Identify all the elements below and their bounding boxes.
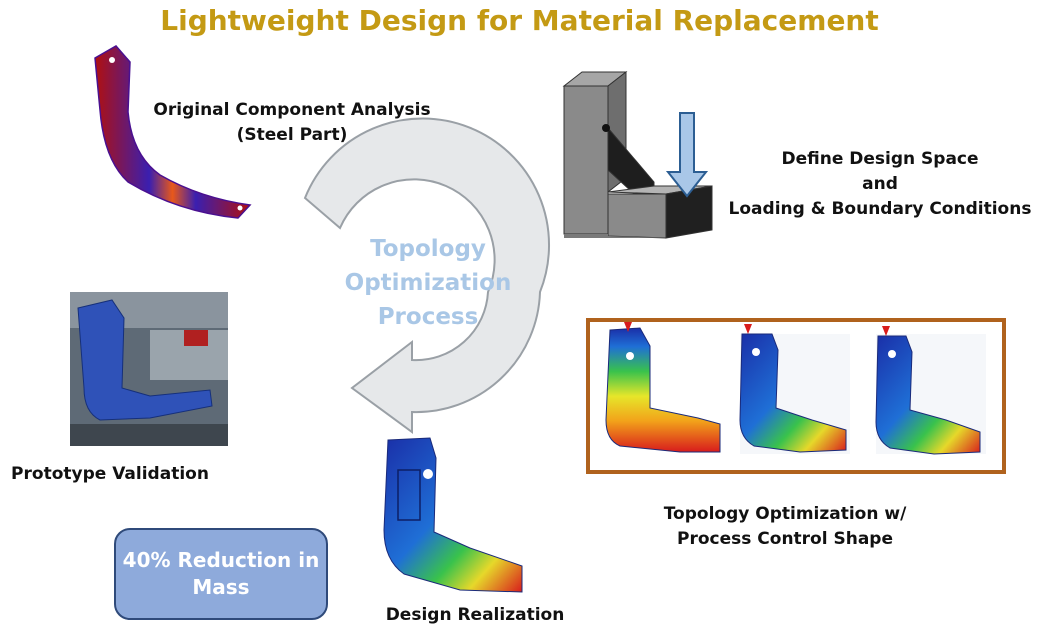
topology-results-frame (586, 318, 1006, 474)
prototype-photo-image (70, 292, 228, 446)
step-realization-label: Design Realization (385, 605, 565, 625)
topology-result-3-image (875, 326, 986, 455)
center-label-line-2: Optimization (344, 270, 512, 296)
step-define-label: Define Design Space and Loading & Bounda… (728, 149, 1032, 219)
center-label-line-1: Topology (370, 236, 486, 262)
topology-result-2-image (739, 324, 850, 454)
cycle-arrow (303, 117, 551, 434)
step-original-label: Original Component Analysis (Steel Part) (153, 100, 431, 145)
page-title: Lightweight Design for Material Replacem… (160, 4, 879, 37)
step-topology-label: Topology Optimization w/ Process Control… (663, 504, 907, 549)
original-steel-part-image (94, 45, 252, 219)
center-label-line-3: Process (377, 304, 479, 330)
mass-reduction-callout: 40% Reduction in Mass (114, 528, 328, 620)
load-arrow-icon (665, 112, 709, 198)
step-prototype-label: Prototype Validation (11, 464, 209, 484)
cycle-center-label: Topology Optimization Process (318, 232, 538, 334)
design-realization-image (383, 437, 523, 593)
callout-line-2: Mass (192, 575, 250, 599)
design-space-block-image (562, 70, 713, 239)
topology-result-1-image (605, 322, 721, 453)
callout-line-1: 40% Reduction in (122, 548, 320, 572)
